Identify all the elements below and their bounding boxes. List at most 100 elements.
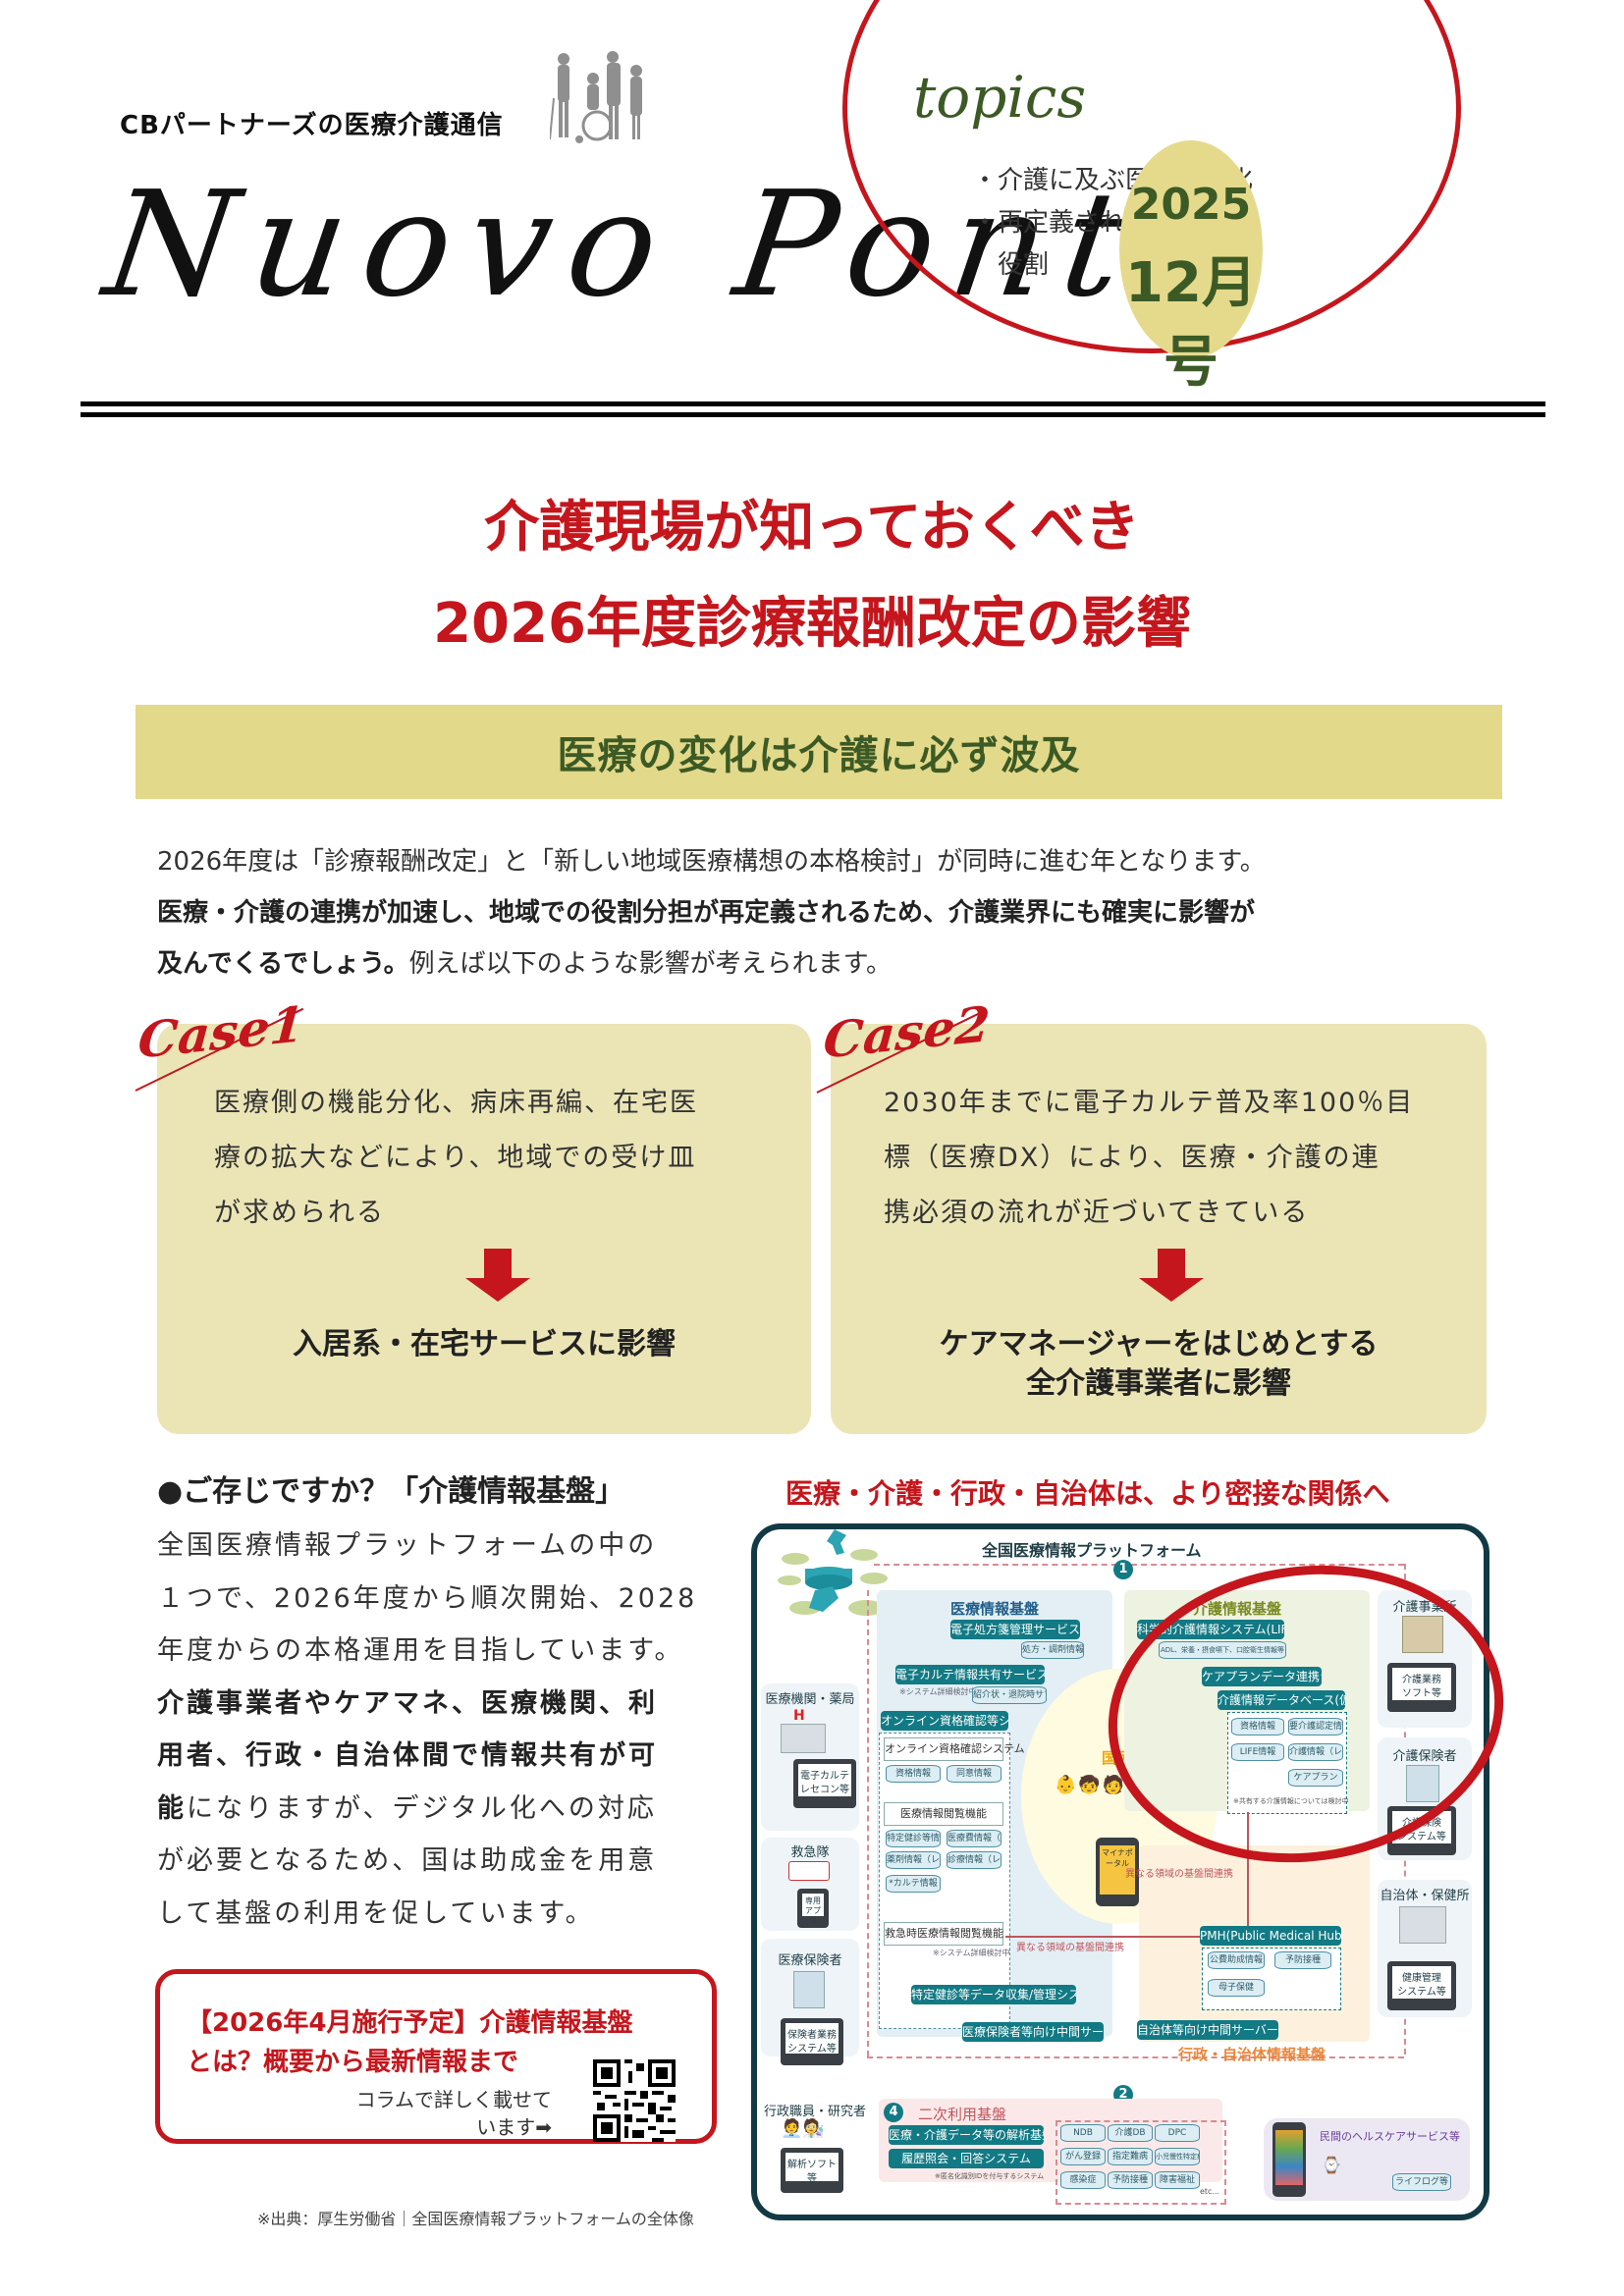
case-text: 医療側の機能分化、病床再編、在宅医療の拡大などにより、地域での受け皿が求められる (214, 1088, 698, 1228)
laptop-icon: 介護業務ソフト等 (1387, 1663, 1456, 1712)
platform-boundary (874, 1564, 1404, 1566)
column-promo-box[interactable] (155, 1969, 717, 2144)
db-cylinder: 指定難病 (1108, 2148, 1153, 2165)
db-cylinder: 公費助成情報 (1208, 1951, 1265, 1969)
life-system-bar: 科学的介護情報システム(LIFE) (1137, 1620, 1284, 1639)
citizen-label: 国民 (1102, 1749, 1132, 1767)
db-cylinder: 予防接種 (1108, 2171, 1153, 2189)
marker-4: 4 (884, 2103, 903, 2122)
platform-boundary (867, 1590, 869, 2056)
source-note: ※出典：厚生労働省｜全国医療情報プラットフォームの全体像 (257, 2210, 694, 2228)
secondary-db-box (1056, 2120, 1226, 2205)
db-cylinder: LIFE情報 (1231, 1743, 1284, 1761)
db-cylinder: *カルテ情報 (886, 1875, 941, 1893)
researchers-icon: 🧑‍💼🧑‍🔬 (781, 2118, 825, 2139)
cross-link-line (1005, 1936, 1251, 1938)
office-building-icon (1406, 1765, 1439, 1802)
issue-year: 2025 (1130, 180, 1252, 230)
gov-zone-label: 行政・自治体情報基盤 (1178, 2046, 1326, 2063)
masthead-subtitle: CBパートナーズの医療介護通信 (120, 111, 504, 140)
db-cylinder: 小児慢性特定疾病 (1155, 2148, 1200, 2165)
hic-bar: 医療・介護データ等の解析基盤(HIC) (889, 2125, 1044, 2145)
db-cylinder: DPC (1155, 2124, 1200, 2142)
smartphone-apps-icon (1272, 2122, 1306, 2197)
db-cylinder: 医療費情報（レセプト） (947, 1830, 1001, 1847)
history-query-bar: 履歴照会・回答システム (889, 2149, 1044, 2168)
headline-line-1: 介護現場が知っておくべき (484, 496, 1140, 560)
diagram-caption: 医療・介護・行政・自治体は、より密接な関係へ (785, 1477, 1390, 1510)
case-result: ケアマネージャーをはじめとする全介護事業者に影響 (939, 1327, 1379, 1401)
ambulance-icon (788, 1861, 830, 1881)
care-office-label: 介護事業所 (1392, 1600, 1457, 1615)
case-result: 入居系・在宅サービスに影響 (293, 1327, 676, 1362)
db-cylinder: 処方・調剤情報 (1021, 1641, 1084, 1659)
care-database-bar: 介護情報データベース(仮称) (1218, 1690, 1345, 1710)
db-cylinder: 要介護認定情報 (1288, 1718, 1343, 1735)
emr-sharing-bar: 電子カルテ情報共有サービス（仮称） (895, 1665, 1045, 1684)
case-card-1 (157, 1024, 811, 1434)
db-cylinder: 特定健診等情報 (886, 1830, 941, 1847)
headline-line-2: 2026年度診療報酬改定の影響 (433, 592, 1191, 656)
promo-subtitle[interactable]: とは？概要から最新情報まで (187, 2048, 519, 2077)
kaigo-joho-body: 全国医療情報プラットフォームの中の １つで、2026年度から順次開始、2028 … (157, 1530, 698, 1929)
db-cylinder: NDB (1060, 2124, 1106, 2142)
office-building-icon (793, 1971, 825, 2008)
municipal-building-icon (1399, 1906, 1446, 1944)
ambulance-label: 救急隊 (790, 1845, 830, 1860)
section-band: 医療の変化は介護に必ず波及 (135, 705, 1502, 799)
db-cylinder: 感染症 (1060, 2171, 1106, 2189)
smartphone-icon: マイナポータル (1096, 1838, 1139, 1906)
elderly-care-figures-icon (550, 51, 642, 143)
laptop-icon: 保険者業務システム等 (781, 2018, 843, 2065)
laptop-icon: 解析ソフト等 (781, 2148, 843, 2193)
medical-zone-label: 医療情報基盤 (950, 1600, 1040, 1618)
intro-line: 例えば以下のような影響が考えられます。 (408, 949, 893, 979)
db-cylinder: がん登録 (1060, 2148, 1106, 2165)
secondary-use-label: 二次利用基盤 (918, 2106, 1007, 2123)
hospital-icon: H (793, 1708, 805, 1724)
cross-link-label: 異なる領域の基盤間連携 (1016, 1943, 1124, 1953)
platform-boundary (867, 2056, 1404, 2058)
intro-paragraph: 2026年度は「診療報酬改定」と「新しい地域医療構想の本格検討」が同時に進む年と… (157, 836, 1512, 989)
marker-1: 1 (1113, 1560, 1133, 1579)
online-qualification-bar: オンライン資格確認等システム (881, 1711, 1008, 1731)
db-cylinder: 予防接種 (1274, 1951, 1331, 1969)
header-rule-top (81, 401, 1545, 406)
intro-line: 2026年度は「診療報酬改定」と「新しい地域医療構想の本格検討」が同時に進む年と… (157, 847, 1266, 877)
pmh-bar: PMH(Public Medical Hub) (1200, 1926, 1341, 1946)
case-card-2 (831, 1024, 1487, 1434)
hospital-building-icon (781, 1724, 826, 1753)
care-office-building-icon (1402, 1616, 1443, 1653)
topics-title: topics (913, 64, 1087, 131)
qr-code-icon[interactable] (593, 2059, 676, 2142)
section-band-title: 医療の変化は介護に必ず波及 (557, 733, 1081, 778)
researcher-label: 行政職員・研究者 (764, 2105, 867, 2119)
db-cylinder: ケアプラン (1288, 1769, 1343, 1787)
e-prescription-bar: 電子処方箋管理サービス (950, 1620, 1080, 1639)
hospital-label: 医療機関・薬局 (765, 1692, 855, 1707)
emergency-browse-box: 救急時医療情報閲覧機能 (884, 1922, 1003, 1946)
case-text: 2030年までに電子カルテ普及率100％目標（医療DX）により、医療・介護の連携… (884, 1088, 1415, 1228)
japan-map-hub-icon (778, 1529, 888, 1616)
promo-note: コラムで詳しく載せています➡ (355, 2088, 552, 2139)
laptop-icon: 健康管理システム等 (1387, 1961, 1456, 2010)
promo-title[interactable]: 【2026年4月施行予定】介護情報基盤 (187, 2008, 633, 2038)
municipality-label: 自治体・保健所 (1380, 1889, 1470, 1903)
issue-month: 12月号 (1125, 251, 1257, 395)
online-qualification-box: オンライン資格確認システム (884, 1737, 1025, 1761)
db-cylinder: 母子保健 (1208, 1979, 1265, 1997)
cross-link-line (1247, 1812, 1249, 1930)
diagram-title: 全国医療情報プラットフォーム (982, 1541, 1202, 1560)
topic-item: 役割 (972, 250, 1050, 280)
issue-badge: 2025 12月号 (1119, 140, 1263, 395)
private-healthcare-label: 民間のヘルスケアサービス等 (1320, 2130, 1460, 2143)
db-cylinder: 介護情報（レセプト） (1288, 1743, 1343, 1761)
emergency-note: ※システム詳細検討中 (933, 1949, 1010, 1957)
insurer-server-bar: 医療保険者等向け中間サーバー (962, 2022, 1104, 2042)
tablet-icon: 専用アプリ (797, 1889, 829, 1928)
laptop-icon: 介護保険システム等 (1387, 1806, 1456, 1855)
down-arrow-icon (465, 1249, 530, 1302)
db-cylinder: 介護DB (1108, 2124, 1153, 2142)
db-cylinder: 薬剤情報（レセプト） (886, 1851, 941, 1869)
